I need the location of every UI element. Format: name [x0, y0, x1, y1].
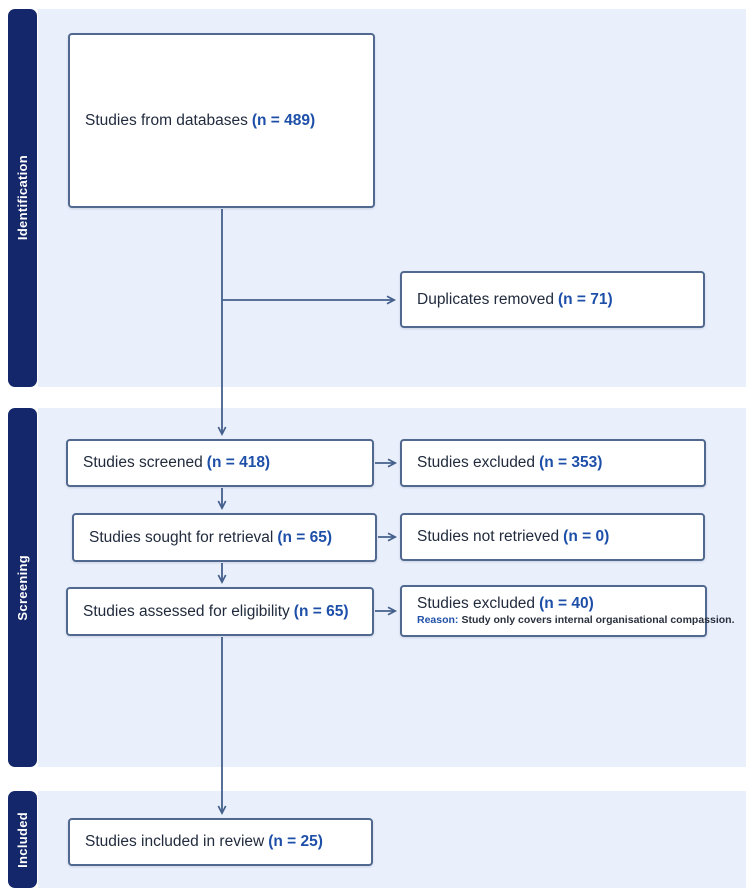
included-box-label: Studies included in review — [85, 833, 265, 851]
not-retrieved-text: Studies not retrieved(n = 0) — [417, 527, 693, 546]
exclusion-reason: Reason:Study only covers internal organi… — [417, 614, 735, 627]
sought-count: (n = 65) — [277, 528, 333, 546]
duplicates-removed-box: Duplicates removed(n = 71) — [400, 271, 705, 328]
reason-text: Study only covers internal organisationa… — [461, 614, 735, 627]
excluded-screening-label: Studies excluded — [417, 454, 536, 472]
sought-box: Studies sought for retrieval(n = 65) — [72, 513, 377, 562]
screened-label: Studies screened — [83, 454, 203, 472]
identification-sidebar: Identification — [8, 9, 37, 387]
excluded-eligibility-text: Studies excluded(n = 40) — [417, 594, 695, 613]
excluded-screening-box: Studies excluded(n = 353) — [400, 439, 706, 487]
included-label: Included — [15, 811, 30, 868]
screened-text: Studies screened(n = 418) — [83, 453, 362, 472]
included-sidebar: Included — [8, 791, 37, 888]
assessed-count: (n = 65) — [293, 602, 349, 620]
included-box: Studies included in review(n = 25) — [68, 818, 373, 866]
duplicates-label: Duplicates removed — [417, 290, 554, 308]
databases-count: (n = 489) — [251, 111, 316, 129]
screened-box: Studies screened(n = 418) — [66, 439, 374, 487]
excluded-screening-count: (n = 353) — [539, 454, 603, 472]
included-text: Studies included in review(n = 25) — [85, 832, 361, 851]
identification-label: Identification — [15, 155, 30, 241]
sought-label: Studies sought for retrieval — [89, 528, 274, 546]
assessed-text: Studies assessed for eligibility(n = 65) — [83, 602, 362, 621]
duplicates-count: (n = 71) — [557, 290, 613, 308]
assessed-box: Studies assessed for eligibility(n = 65) — [66, 587, 374, 636]
not-retrieved-label: Studies not retrieved — [417, 528, 560, 546]
screening-sidebar: Screening — [8, 408, 37, 767]
duplicates-text: Duplicates removed(n = 71) — [417, 290, 693, 309]
assessed-label: Studies assessed for eligibility — [83, 602, 290, 620]
databases-label: Studies from databases — [85, 111, 248, 129]
excluded-eligibility-box: Studies excluded(n = 40) Reason:Study on… — [400, 585, 735, 637]
screening-label: Screening — [15, 554, 30, 621]
screened-count: (n = 418) — [206, 454, 271, 472]
excluded-eligibility-label: Studies excluded — [417, 595, 536, 612]
excluded-screening-text: Studies excluded(n = 353) — [417, 453, 694, 472]
databases-text: Studies from databases(n = 489) — [85, 111, 363, 130]
sought-text: Studies sought for retrieval(n = 65) — [89, 528, 365, 547]
excluded-eligibility-count: (n = 40) — [539, 595, 594, 612]
databases-box: Studies from databases(n = 489) — [68, 33, 375, 208]
not-retrieved-box: Studies not retrieved(n = 0) — [400, 513, 705, 561]
not-retrieved-count: (n = 0) — [563, 528, 610, 546]
included-count: (n = 25) — [268, 833, 323, 851]
reason-label: Reason: — [417, 614, 459, 627]
